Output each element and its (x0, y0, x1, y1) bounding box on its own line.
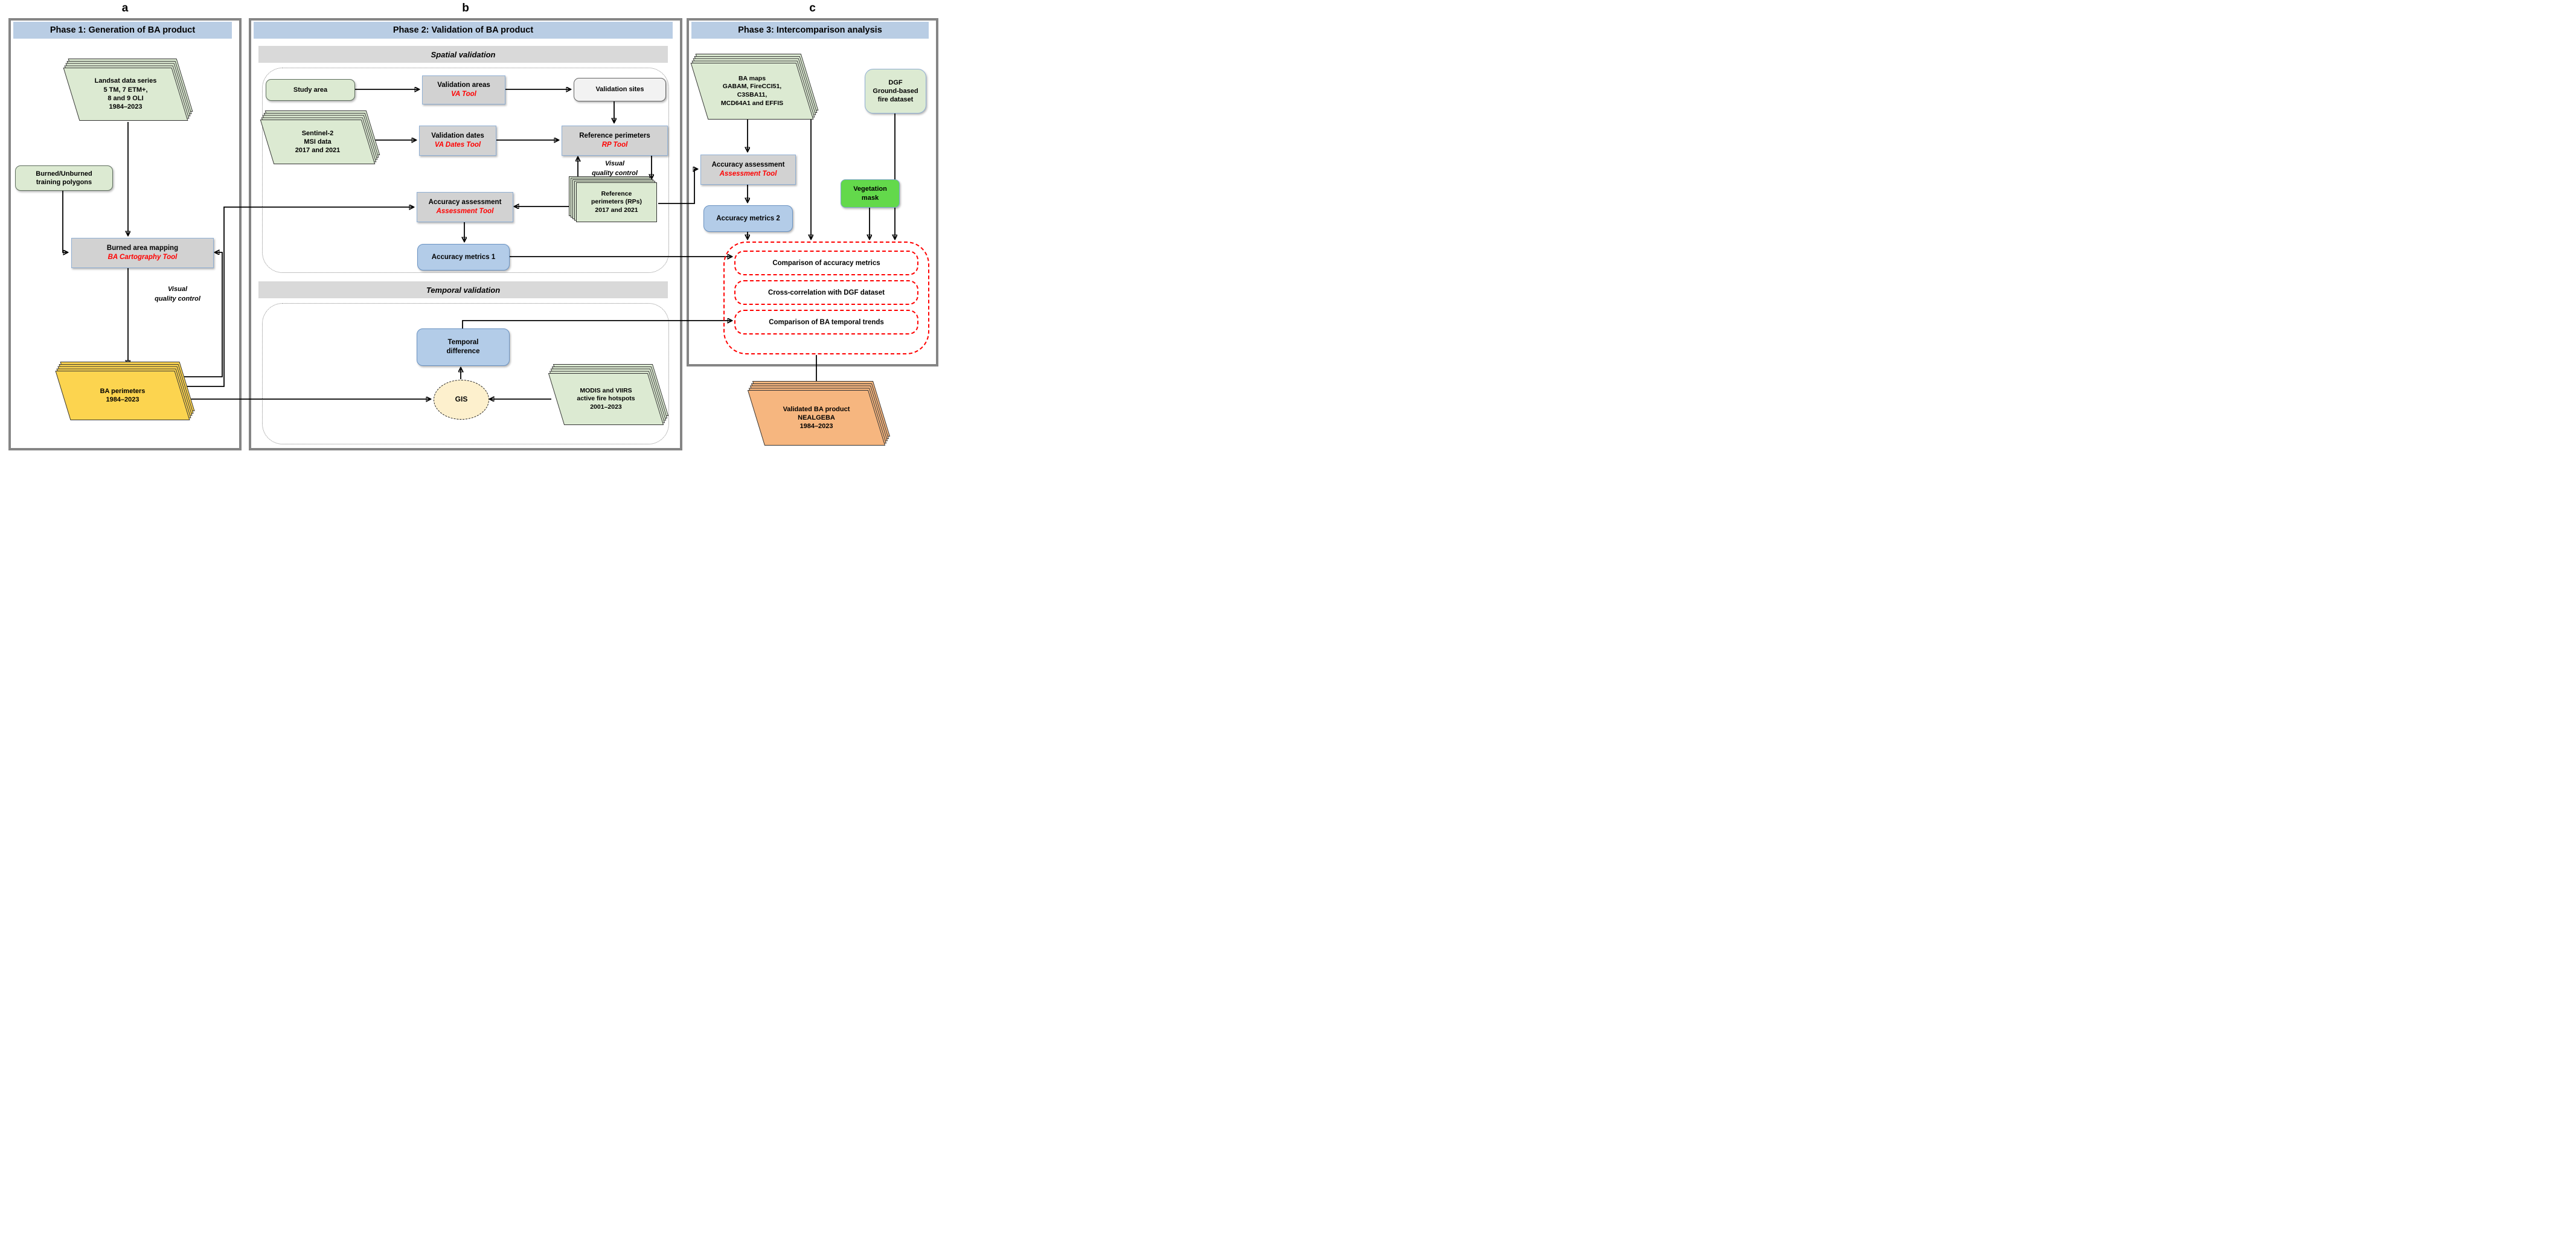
ba-maps-label: BA maps GABAM, FireCCI51, C3SBA11, MCD64… (720, 74, 784, 107)
validated-product-label: Validated BA product NEALGEBA 1984–2023 (783, 405, 850, 430)
ba-perimeters-label: BA perimeters 1984–2023 (100, 387, 146, 403)
assessment-tool-box-p2: Accuracy assessment Assessment Tool (417, 192, 513, 222)
sentinel2-label: Sentinel-2 MSI data 2017 and 2021 (295, 129, 341, 155)
phase3-title: Phase 3: Intercomparison analysis (738, 25, 882, 35)
gis-ellipse: GIS (434, 380, 489, 420)
spatial-validation-band: Spatial validation (258, 46, 668, 63)
vegetation-mask-box: Vegetation mask (841, 179, 900, 208)
phase2-title: Phase 2: Validation of BA product (392, 25, 534, 35)
landsat-data-stack: Landsat data series 5 TM, 7 ETM+, 8 and … (63, 59, 193, 121)
ba-perimeters-stack: BA perimeters 1984–2023 (55, 362, 195, 420)
accuracy-metrics-2-box: Accuracy metrics 2 (703, 205, 793, 232)
panel-letter-b: b (462, 2, 469, 14)
ba-maps-stack: BA maps GABAM, FireCCI51, C3SBA11, MCD64… (690, 54, 819, 120)
phase2-header: Phase 2: Validation of BA product (254, 22, 673, 39)
cross-correlation-box: Cross-correlation with DGF dataset (734, 280, 918, 305)
va-tool-box: Validation areas VA Tool (422, 75, 505, 104)
panel-letter-c: c (809, 2, 816, 14)
modis-viirs-stack: MODIS and VIIRS active fire hotspots 200… (548, 364, 669, 425)
study-area-box: Study area (266, 79, 355, 101)
visual-quality-control-label-1: Visual quality control (155, 286, 200, 302)
validation-sites-box: Validation sites (574, 78, 666, 101)
assessment-tool-box-p3: Accuracy assessment Assessment Tool (700, 155, 796, 185)
sentinel2-stack: Sentinel-2 MSI data 2017 and 2021 (260, 110, 380, 164)
flow-arrows (62, 0, 947, 458)
phase1-header: Phase 1: Generation of BA product (13, 22, 232, 39)
rp-tool-box: Reference perimeters RP Tool (562, 126, 668, 156)
ba-cartography-tool-box: Burned area mapping BA Cartography Tool (71, 238, 214, 268)
training-polygons-box: Burned/Unburned training polygons (15, 165, 113, 191)
accuracy-metrics-1-box: Accuracy metrics 1 (417, 244, 510, 270)
mapping-tool-name: BA Cartography Tool (107, 254, 178, 261)
mapping-title: Burned area mapping (106, 245, 179, 252)
phase3-header: Phase 3: Intercomparison analysis (691, 22, 929, 39)
dgf-dataset-box: DGF Ground-based fire dataset (865, 69, 926, 114)
rps-label: Reference perimeters (RPs) 2017 and 2021 (591, 190, 642, 214)
panel-letter-a: a (121, 2, 129, 14)
comparison-temporal-trends-box: Comparison of BA temporal trends (734, 310, 918, 334)
comparison-outer-container (723, 242, 929, 354)
flowchart-canvas: a b c (0, 0, 947, 458)
validated-ba-product-stack: Validated BA product NEALGEBA 1984–2023 (747, 381, 891, 446)
spatial-validation-container (262, 68, 669, 273)
phase1-title: Phase 1: Generation of BA product (50, 25, 196, 35)
comparison-accuracy-metrics-box: Comparison of accuracy metrics (734, 251, 918, 275)
va-dates-tool-box: Validation dates VA Dates Tool (419, 126, 496, 156)
modis-viirs-label: MODIS and VIIRS active fire hotspots 200… (577, 386, 635, 411)
landsat-stack-label: Landsat data series 5 TM, 7 ETM+, 8 and … (94, 77, 157, 111)
reference-perimeters-stack: Reference perimeters (RPs) 2017 and 2021 (569, 176, 657, 222)
visual-quality-control-label-2: Visual quality control (592, 160, 638, 177)
temporal-difference-box: Temporal difference (417, 328, 510, 366)
temporal-validation-container (262, 303, 669, 444)
temporal-validation-band: Temporal validation (258, 281, 668, 298)
